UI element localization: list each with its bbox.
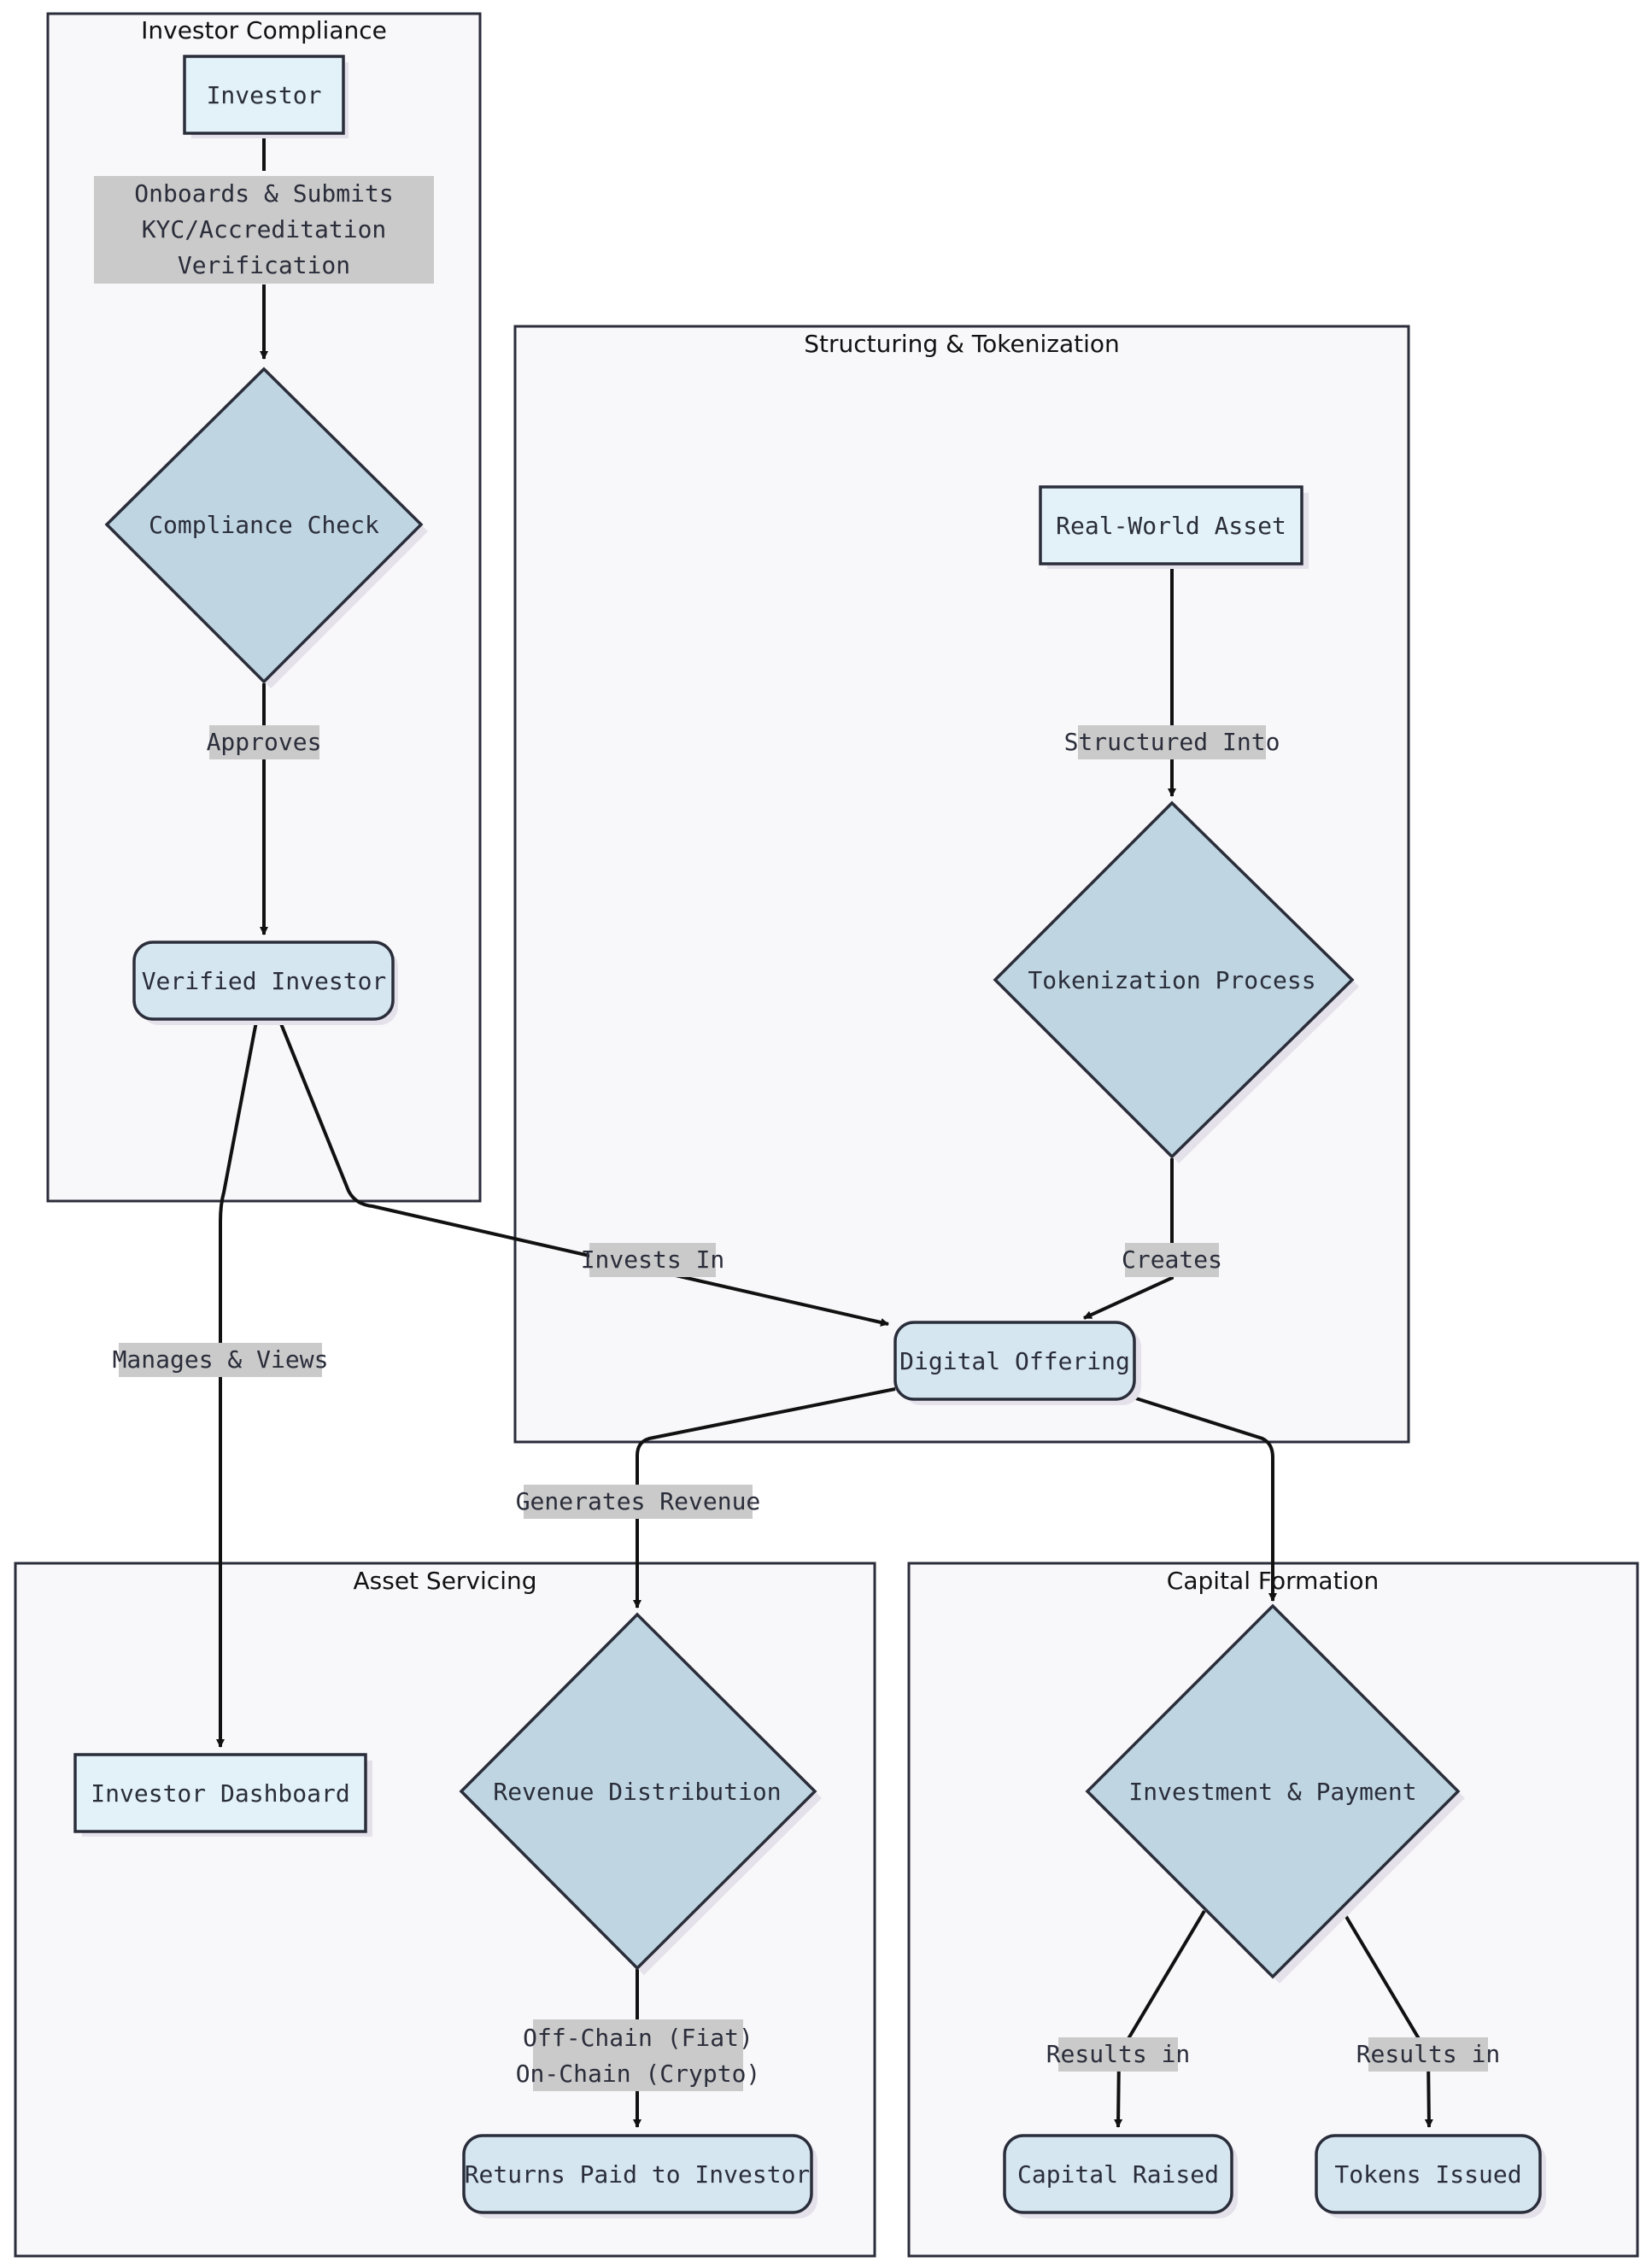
edge-label-invests-in-text: Invests In — [581, 1245, 725, 1274]
edge-label-creates-text: Creates — [1122, 1245, 1222, 1274]
tokenization-process-label: Tokenization Process — [1028, 966, 1315, 994]
real-world-asset-box — [1039, 485, 1303, 566]
cluster-investor-compliance-title: Investor Compliance — [141, 16, 387, 44]
edge-label-onboards-line3: Verification — [178, 251, 350, 279]
edge-label-results-in-capital: Results in — [1046, 2037, 1191, 2072]
edge-label-results-in-tokens-text: Results in — [1356, 2040, 1501, 2068]
cluster-asset-servicing-title: Asset Servicing — [354, 1567, 537, 1595]
investment-payment-diamond — [1085, 1603, 1461, 1979]
investor-box — [183, 55, 345, 135]
node-investment-payment[interactable]: Investment & Payment — [1085, 1603, 1465, 1984]
compliance-check-diamond — [104, 366, 424, 684]
digital-offering-box — [893, 1321, 1136, 1401]
edge-label-offchain-text: Off-Chain (Fiat) — [523, 2024, 753, 2052]
capital-raised-box — [1003, 2134, 1233, 2214]
edge-label-generates-revenue-text: Generates Revenue — [516, 1487, 761, 1515]
revenue-distribution-diamond — [459, 1612, 817, 1971]
edge-label-manages-views: Manages & Views — [113, 1343, 329, 1377]
edge-label-results-in-tokens: Results in — [1356, 2037, 1501, 2072]
digital-offering-label: Digital Offering — [899, 1347, 1130, 1375]
tokenization-process-diamond — [993, 800, 1355, 1159]
node-verified-investor[interactable]: Verified Investor — [132, 941, 398, 1025]
node-investor-dashboard[interactable]: Investor Dashboard — [73, 1753, 372, 1837]
returns-paid-box — [462, 2134, 813, 2214]
edge-invests-in — [278, 1021, 889, 1327]
compliance-check-label: Compliance Check — [149, 511, 379, 539]
edge-label-invests-in: Invests In — [581, 1243, 725, 1277]
real-world-asset-label: Real-World Asset — [1056, 512, 1286, 540]
node-compliance-check[interactable]: Compliance Check — [104, 366, 428, 689]
edge-label-manages-views-text: Manages & Views — [113, 1345, 329, 1374]
edge-label-onboards: Onboards & Submits KYC/Accreditation Ver… — [94, 176, 434, 284]
node-revenue-distribution[interactable]: Revenue Distribution — [459, 1612, 822, 1975]
cluster-structuring-tokenization-title: Structuring & Tokenization — [804, 330, 1120, 358]
edge-label-results-in-capital-text: Results in — [1046, 2040, 1191, 2068]
verified-investor-box — [132, 941, 395, 1021]
edge-creates — [1083, 1158, 1174, 1320]
tokens-issued-label: Tokens Issued — [1334, 2160, 1521, 2189]
edge-label-offchain-onchain: Off-Chain (Fiat) On-Chain (Crypto) — [516, 2019, 761, 2091]
edge-label-onboards-line2: KYC/Accreditation — [142, 215, 387, 243]
edge-label-approves: Approves — [207, 725, 322, 759]
investor-dashboard-label: Investor Dashboard — [91, 1779, 349, 1808]
edge-manages-views — [216, 1021, 258, 1748]
edge-label-structured-into-text: Structured Into — [1064, 728, 1280, 756]
node-returns-paid[interactable]: Returns Paid to Investor — [462, 2134, 817, 2218]
capital-raised-label: Capital Raised — [1017, 2160, 1219, 2189]
tokens-issued-box — [1315, 2134, 1542, 2214]
node-digital-offering[interactable]: Digital Offering — [893, 1321, 1141, 1405]
edge-label-onchain-text: On-Chain (Crypto) — [516, 2060, 761, 2088]
node-capital-raised[interactable]: Capital Raised — [1003, 2134, 1238, 2218]
node-investor[interactable]: Investor — [183, 55, 349, 138]
investor-label: Investor — [207, 81, 322, 109]
revenue-distribution-label: Revenue Distribution — [493, 1778, 781, 1806]
returns-paid-label: Returns Paid to Investor — [465, 2160, 811, 2189]
edge-label-creates: Creates — [1122, 1243, 1222, 1277]
edge-to-investment — [1135, 1397, 1277, 1602]
edge-label-generates-revenue: Generates Revenue — [516, 1485, 761, 1519]
node-tokenization-process[interactable]: Tokenization Process — [993, 800, 1359, 1163]
edge-label-structured-into: Structured Into — [1064, 725, 1280, 759]
investor-dashboard-box — [73, 1753, 367, 1833]
edge-label-onboards-line1: Onboards & Submits — [134, 179, 393, 208]
edge-generates-revenue — [633, 1387, 896, 1609]
edge-label-approves-text: Approves — [207, 728, 322, 756]
investment-payment-label: Investment & Payment — [1128, 1778, 1416, 1806]
node-tokens-issued[interactable]: Tokens Issued — [1315, 2134, 1546, 2218]
verified-investor-label: Verified Investor — [142, 967, 387, 995]
node-real-world-asset[interactable]: Real-World Asset — [1039, 485, 1309, 569]
